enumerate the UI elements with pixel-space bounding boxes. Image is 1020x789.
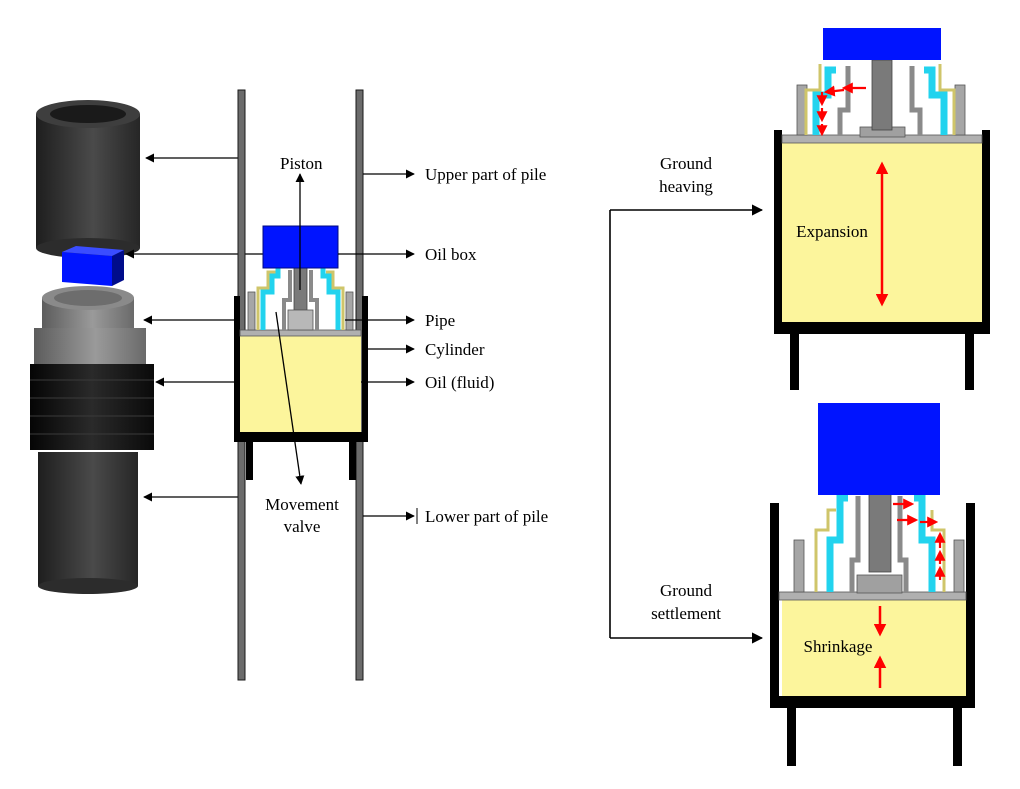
label-oil-fluid: Oil (fluid) [425, 373, 494, 392]
pile-3d-view [30, 100, 154, 594]
shrinkage-state [770, 403, 975, 766]
lower-pile-tube [38, 452, 138, 586]
label-ground-settlement-1: Ground [660, 581, 712, 600]
gray-cylinder [34, 328, 146, 368]
state-connector [609, 204, 764, 644]
cylinder-wall-left [234, 296, 240, 438]
section-pointers [275, 169, 415, 521]
pipe-right [320, 266, 341, 330]
oil-fluid [240, 336, 361, 434]
expansion-piston-rod [871, 59, 893, 131]
upper-pile-tube-hole [50, 105, 126, 123]
oil-box-3d-top [62, 246, 124, 256]
pointer-movement-valve [275, 311, 305, 485]
expansion-piston-block [823, 28, 941, 60]
label-oil-box: Oil box [425, 245, 477, 264]
shrinkage-pipe-right [914, 494, 936, 592]
label-movement: Movement [265, 495, 339, 514]
shrinkage-pipe-left [826, 494, 848, 592]
leader-arrows-left [125, 153, 265, 502]
oil-box-3d-side [112, 250, 124, 286]
cylinder-base [234, 432, 368, 442]
cylinder-cover [239, 329, 362, 337]
oil-box-3d [62, 252, 112, 286]
black-joint [30, 364, 154, 450]
label-ground-heaving-2: heaving [659, 177, 713, 196]
shrinkage-piston-rod [868, 493, 892, 573]
expansion-flow-arrows [816, 82, 866, 137]
cylinder-leg-right [349, 440, 356, 480]
label-lower-pile: Lower part of pile [425, 507, 548, 526]
pipe-left [260, 266, 281, 330]
label-ground-heaving-1: Ground [660, 154, 712, 173]
upper-pile-tube [36, 114, 140, 248]
shrinkage-oil [782, 598, 970, 696]
shrinkage-piston-block [818, 403, 940, 495]
label-expansion: Expansion [796, 222, 868, 241]
label-upper-pile: Upper part of pile [425, 165, 546, 184]
expansion-state [774, 28, 990, 390]
label-shrinkage: Shrinkage [804, 637, 873, 656]
gray-collar-hole [54, 290, 122, 306]
expansion-pipe-right [924, 66, 948, 135]
label-piston: Piston [280, 154, 323, 173]
label-valve: valve [284, 517, 321, 536]
label-ground-settlement-2: settlement [651, 604, 721, 623]
lower-pile-tube-bottom [38, 578, 138, 594]
movement-valve [287, 309, 314, 331]
cylinder-wall-right [362, 296, 368, 438]
label-cylinder: Cylinder [425, 340, 485, 359]
pile-section-view [234, 89, 368, 681]
shrinkage-flow-arrows [893, 498, 946, 580]
label-pipe: Pipe [425, 311, 455, 330]
cylinder-leg-left [246, 440, 253, 480]
